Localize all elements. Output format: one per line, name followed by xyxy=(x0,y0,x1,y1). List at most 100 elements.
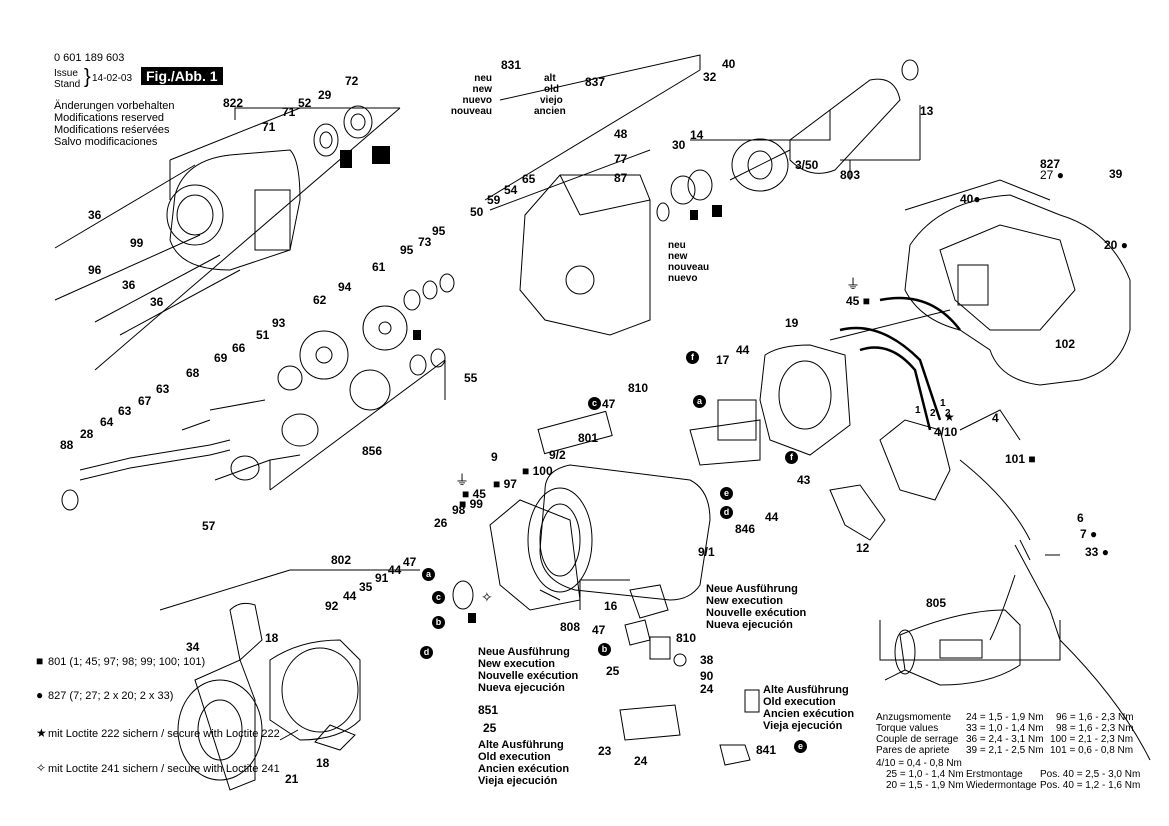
new-label-mid-3: nouveau xyxy=(668,262,710,273)
part-68: 68 xyxy=(186,366,200,380)
part-36-c: 36 xyxy=(150,295,164,309)
new-exec-1-es: Nueva ejecución xyxy=(706,619,793,631)
new-label-top-2: new xyxy=(472,84,492,95)
mount-first-val: Pos. 40 = 2,5 - 3,0 Nm xyxy=(1040,769,1141,780)
part-97: ■ 97 xyxy=(493,477,517,491)
torque-label-es: Pares de apriete xyxy=(876,745,950,756)
part-71a: 71 xyxy=(262,120,276,134)
old-exec-2-es: Vieja ejecución xyxy=(478,775,558,787)
part-92: 92 xyxy=(325,599,339,613)
wire-num-2a: 2 xyxy=(930,408,936,419)
part-47-b: 47 xyxy=(403,555,417,569)
part-44-mid: 44 xyxy=(765,510,779,524)
part-98: 98 xyxy=(452,503,466,517)
part-18-a: 18 xyxy=(265,631,279,645)
wire-num-1a: 1 xyxy=(915,405,921,416)
part-25-c: 25 xyxy=(483,721,497,735)
legend-star: ★mit Loctite 222 sichern / secure with L… xyxy=(36,726,280,740)
legend-square: ■801 (1; 45; 97; 98; 99; 100; 101) xyxy=(36,654,206,668)
part-13: 13 xyxy=(920,104,934,118)
part-57: 57 xyxy=(202,519,216,533)
part-25-b: 25 xyxy=(606,664,620,678)
mount-again-val: Pos. 40 = 1,2 - 1,6 Nm xyxy=(1040,780,1141,791)
part-64: 64 xyxy=(100,415,114,429)
old-exec-1-es: Vieja ejecución xyxy=(763,720,843,732)
part-88: 88 xyxy=(60,438,74,452)
part-45-top: 45 ■ xyxy=(846,294,870,308)
part-102: 102 xyxy=(1055,337,1076,351)
part-91: 91 xyxy=(375,571,389,585)
part-51: 51 xyxy=(256,328,270,342)
part-66: 66 xyxy=(232,341,246,355)
part-99-mid: ■ 99 xyxy=(459,497,483,511)
new-exec-2-de: Neue Ausführung xyxy=(478,646,570,658)
part-44-b2: 44 xyxy=(388,563,402,577)
torque-col1-3: 36 = 2,4 - 3,1 Nm xyxy=(966,734,1044,745)
part-18-b: 18 xyxy=(316,756,330,770)
torque-col2-1: 96 = 1,6 - 2,3 Nm xyxy=(1056,712,1134,723)
new-exec-1-fr: Nouvelle exécution xyxy=(706,607,807,619)
part-24-b: 24 xyxy=(700,682,714,696)
part-99-left: 99 xyxy=(130,236,144,250)
ground-icon-mid: ⏚ xyxy=(455,472,469,488)
part-9-2: 9/2 xyxy=(549,448,566,462)
part-101: 101 ■ xyxy=(1005,452,1036,466)
old-exec-2-de: Alte Ausführung xyxy=(478,739,564,751)
part-40-top: 40 xyxy=(722,57,736,71)
part-34: 34 xyxy=(186,640,200,654)
part-20: 20 ● xyxy=(1104,238,1128,252)
issue-brace: } xyxy=(84,66,91,88)
part-47-b2: 47 xyxy=(592,623,606,637)
part-93: 93 xyxy=(272,316,286,330)
new-label-top-3: nuevo xyxy=(462,95,492,106)
part-77: 77 xyxy=(614,152,628,166)
part-851: 851 xyxy=(478,703,499,717)
part-67: 67 xyxy=(138,394,152,408)
part-100: ■ 100 xyxy=(522,464,553,478)
part-62: 62 xyxy=(313,293,327,307)
part-9-1: 9/1 xyxy=(698,545,715,559)
part-52: 52 xyxy=(298,96,312,110)
torque-col1-2: 33 = 1,0 - 1,4 Nm xyxy=(966,723,1044,734)
torque-label-en: Torque values xyxy=(876,723,939,734)
torque-col2-4: 101 = 0,6 - 0,8 Nm xyxy=(1050,745,1134,756)
part-94: 94 xyxy=(338,280,352,294)
part-95-b: 95 xyxy=(432,224,446,238)
star-marker-icon: ★ xyxy=(944,410,955,424)
old-label-top-1: alt xyxy=(544,73,556,84)
part-95-a: 95 xyxy=(400,243,414,257)
part-846: 846 xyxy=(735,522,756,536)
part-87: 87 xyxy=(614,171,628,185)
torque-col1-4: 39 = 2,1 - 2,5 Nm xyxy=(966,745,1044,756)
wire-num-1b: 1 xyxy=(940,398,946,409)
part-16: 16 xyxy=(604,599,618,613)
new-exec-1-de: Neue Ausführung xyxy=(706,583,798,595)
part-45-mid: ■ 45 xyxy=(462,487,486,501)
legend-dot: ●827 (7; 27; 2 x 20; 2 x 33) xyxy=(36,688,174,702)
old-label-top-2: old xyxy=(544,84,559,95)
mount-first: Erstmontage xyxy=(966,769,1023,780)
callout-e-bottom: e xyxy=(794,740,807,753)
part-24-c: 24 xyxy=(634,754,648,768)
new-exec-2-es: Nueva ejecución xyxy=(478,682,565,694)
part-96: 96 xyxy=(88,263,102,277)
part-61: 61 xyxy=(372,260,386,274)
new-exec-2-fr: Nouvelle exécution xyxy=(478,670,579,682)
part-43: 43 xyxy=(797,473,811,487)
callout-f-top: f xyxy=(686,351,699,364)
new-label-mid-4: nuevo xyxy=(668,273,698,284)
new-label-top-1: neu xyxy=(474,73,492,84)
notice-line-1: Änderungen vorbehalten xyxy=(54,100,175,112)
part-810-top: 810 xyxy=(628,381,649,395)
star-icon: ★ xyxy=(36,726,47,740)
part-69: 69 xyxy=(214,351,228,365)
part-27: 27 ● xyxy=(1040,168,1064,182)
part-59: 59 xyxy=(487,193,501,207)
old-exec-2-fr: Ancien exécution xyxy=(478,763,570,775)
new-label-mid-2: new xyxy=(668,251,688,262)
part-44-b1: 44 xyxy=(343,589,357,603)
part-28: 28 xyxy=(80,427,94,441)
part-803: 803 xyxy=(840,168,861,182)
